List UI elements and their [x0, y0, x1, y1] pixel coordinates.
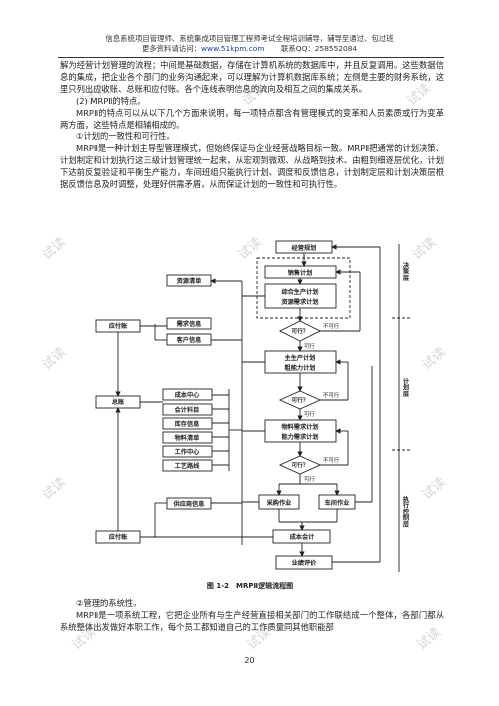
side-label-exec: 执行控制层	[402, 495, 410, 528]
body-text-bottom: ②管理的系统性。 MRPⅡ是一项系统工程，它把企业所有与生产经营直接相关部门的工…	[60, 598, 444, 634]
point-title: ②管理的系统性。	[76, 598, 142, 608]
box-master-schedule: 主生产计划	[285, 354, 316, 362]
diamond-feasible-3: 可行？	[292, 461, 309, 469]
box-demand-info: 需求信息	[177, 320, 203, 328]
box-capacity-requirements: 能力需求计划	[281, 433, 318, 441]
point-title: ①计划的一致性和可行性。	[76, 131, 175, 142]
box-routing: 工艺路线	[175, 462, 201, 470]
box-comprehensive-plan: 综合生产计划	[281, 288, 318, 296]
box-resource-plan: 资源需求计划	[281, 298, 318, 306]
box-general-ledger: 总账	[112, 398, 125, 406]
box-accounts: 会计科目	[175, 406, 200, 414]
label-feasible-2: 可行	[304, 410, 315, 418]
box-bom: 物料清单	[175, 434, 201, 442]
diamond-feasible-2: 可行？	[292, 396, 309, 404]
box-receivable: 应付账	[109, 322, 128, 330]
header-prefix: 更多资料请访问：	[141, 44, 202, 53]
header-line-1: 信息系统项目管理师、系统集成项目管理工程师考试全程培训辅导，辅导至通过、包过班	[105, 34, 394, 43]
box-cost-center: 成本中心	[175, 391, 201, 399]
label-feasible-3: 可行	[304, 475, 315, 483]
box-customer-info: 客户信息	[176, 336, 203, 344]
header-url-link[interactable]: www.51kpm.com	[201, 44, 265, 53]
box-payable: 应付账	[109, 533, 128, 541]
box-performance-eval: 业绩评价	[292, 559, 318, 567]
label-not-feasible-3: 不可行	[323, 456, 340, 464]
side-label-plan: 计划层	[402, 377, 409, 397]
side-label-decision: 决策层	[402, 261, 409, 281]
box-business-plan: 经营规划	[292, 244, 317, 252]
box-sales-plan: 销售计划	[288, 269, 313, 277]
header-rule	[58, 57, 444, 58]
body-text-top: 解为经营计划管理的流程；中间是基础数据，存储在计算机系统的数据库中，并且反复调用…	[60, 60, 444, 191]
header-contact: 联系QQ：258552084	[280, 44, 358, 53]
label-not-feasible-2: 不可行	[323, 391, 340, 399]
box-cost-accounting: 成本会计	[290, 533, 316, 541]
box-resource-list: 资源清单	[177, 277, 203, 285]
diamond-feasible-1: 可行？	[292, 327, 309, 335]
figure-caption: 图 1-2 MRPⅡ逻辑流程图	[207, 581, 293, 590]
label-not-feasible-1: 不可行	[323, 322, 340, 330]
paragraph: MRPⅡ的特点可以从以下几个方面来说明，每一项特点都含有管理模式的变革和人员素质…	[60, 107, 444, 130]
box-inventory: 库存信息	[175, 420, 201, 428]
paragraph: 解为经营计划管理的流程；中间是基础数据，存储在计算机系统的数据库中，并且反复调用…	[60, 60, 444, 94]
paragraph: MRPⅡ是一项系统工程，它把企业所有与生产经营直接相关部门的工作联结成一个整体，…	[60, 609, 444, 632]
section-title: (2) MRPⅡ的特点。	[76, 95, 146, 106]
paragraph: MRPⅡ是一种计划主导型管理模式，但始终保证与企业经营战略目标一致。MRPⅡ把通…	[60, 143, 444, 190]
box-material-requirements: 物料需求计划	[281, 423, 318, 431]
page-number: 20	[244, 656, 255, 665]
box-supplier-info: 供应商信息	[173, 500, 206, 508]
label-feasible-1: 可行	[304, 342, 315, 350]
box-work-center: 工作中心	[175, 448, 201, 456]
box-purchasing: 采购作业	[266, 499, 292, 507]
box-rough-capacity: 粗能力计划	[285, 364, 316, 372]
header-line-2: 更多资料请访问：www.51kpm.com 联系QQ：258552084	[0, 44, 499, 54]
box-shop-floor: 车间作业	[325, 499, 350, 507]
